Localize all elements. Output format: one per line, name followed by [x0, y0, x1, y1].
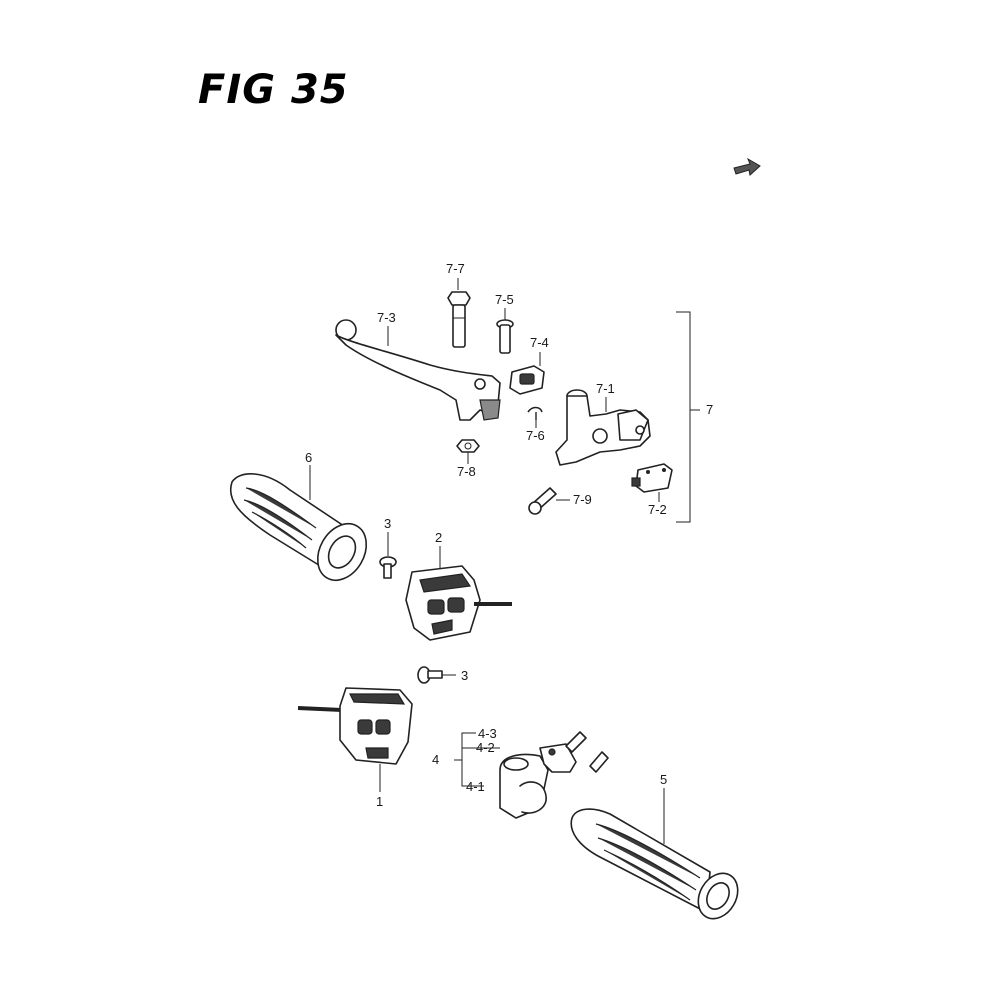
callout-6: 6	[305, 450, 312, 465]
part-7-2-switch	[631, 463, 673, 493]
bracket-7	[676, 311, 700, 523]
callout-7-6: 7-6	[526, 428, 545, 443]
callout-4-3: 4-3	[478, 726, 497, 741]
callout-1: 1	[376, 794, 383, 809]
part-5-grip	[570, 808, 739, 920]
part-7-4-block	[509, 365, 545, 395]
callout-7-2: 7-2	[648, 502, 667, 517]
callout-7-9: 7-9	[573, 492, 592, 507]
part-7-6-clip	[527, 406, 543, 420]
callout-7-4: 7-4	[530, 335, 549, 350]
part-7-3-lever	[335, 319, 501, 421]
part-3-screw-lower	[417, 666, 443, 684]
callout-7-5: 7-5	[495, 292, 514, 307]
callout-3-lower: 3	[461, 668, 468, 683]
part-7-7-bolt	[447, 291, 471, 348]
callout-7-7: 7-7	[446, 261, 465, 276]
callout-7-8: 7-8	[457, 464, 476, 479]
callout-7-1: 7-1	[596, 381, 615, 396]
part-3-screw-upper	[379, 556, 397, 579]
callout-7-3: 7-3	[377, 310, 396, 325]
part-6-grip	[229, 473, 368, 582]
callout-4: 4	[432, 752, 439, 767]
part-1-switch-housing	[297, 687, 413, 765]
callout-7: 7	[706, 402, 713, 417]
callout-5: 5	[660, 772, 667, 787]
front-arrow-icon	[733, 157, 761, 176]
part-7-1-master-cylinder	[555, 389, 651, 466]
part-7-8-nut	[456, 439, 480, 453]
callout-2: 2	[435, 530, 442, 545]
part-7-5-pin	[496, 319, 514, 354]
bracket-4	[454, 732, 500, 787]
part-2-switch-housing	[405, 565, 512, 641]
callout-4-2: 4-2	[476, 740, 495, 755]
part-7-9-bolt	[528, 487, 557, 515]
part-4-3-screws	[565, 731, 609, 773]
callout-4-1: 4-1	[466, 779, 485, 794]
part-4-2-clamp	[539, 743, 577, 773]
figure-title: FIG 35	[198, 67, 349, 113]
part-4-1-housing	[499, 753, 549, 819]
callout-3-upper: 3	[384, 516, 391, 531]
